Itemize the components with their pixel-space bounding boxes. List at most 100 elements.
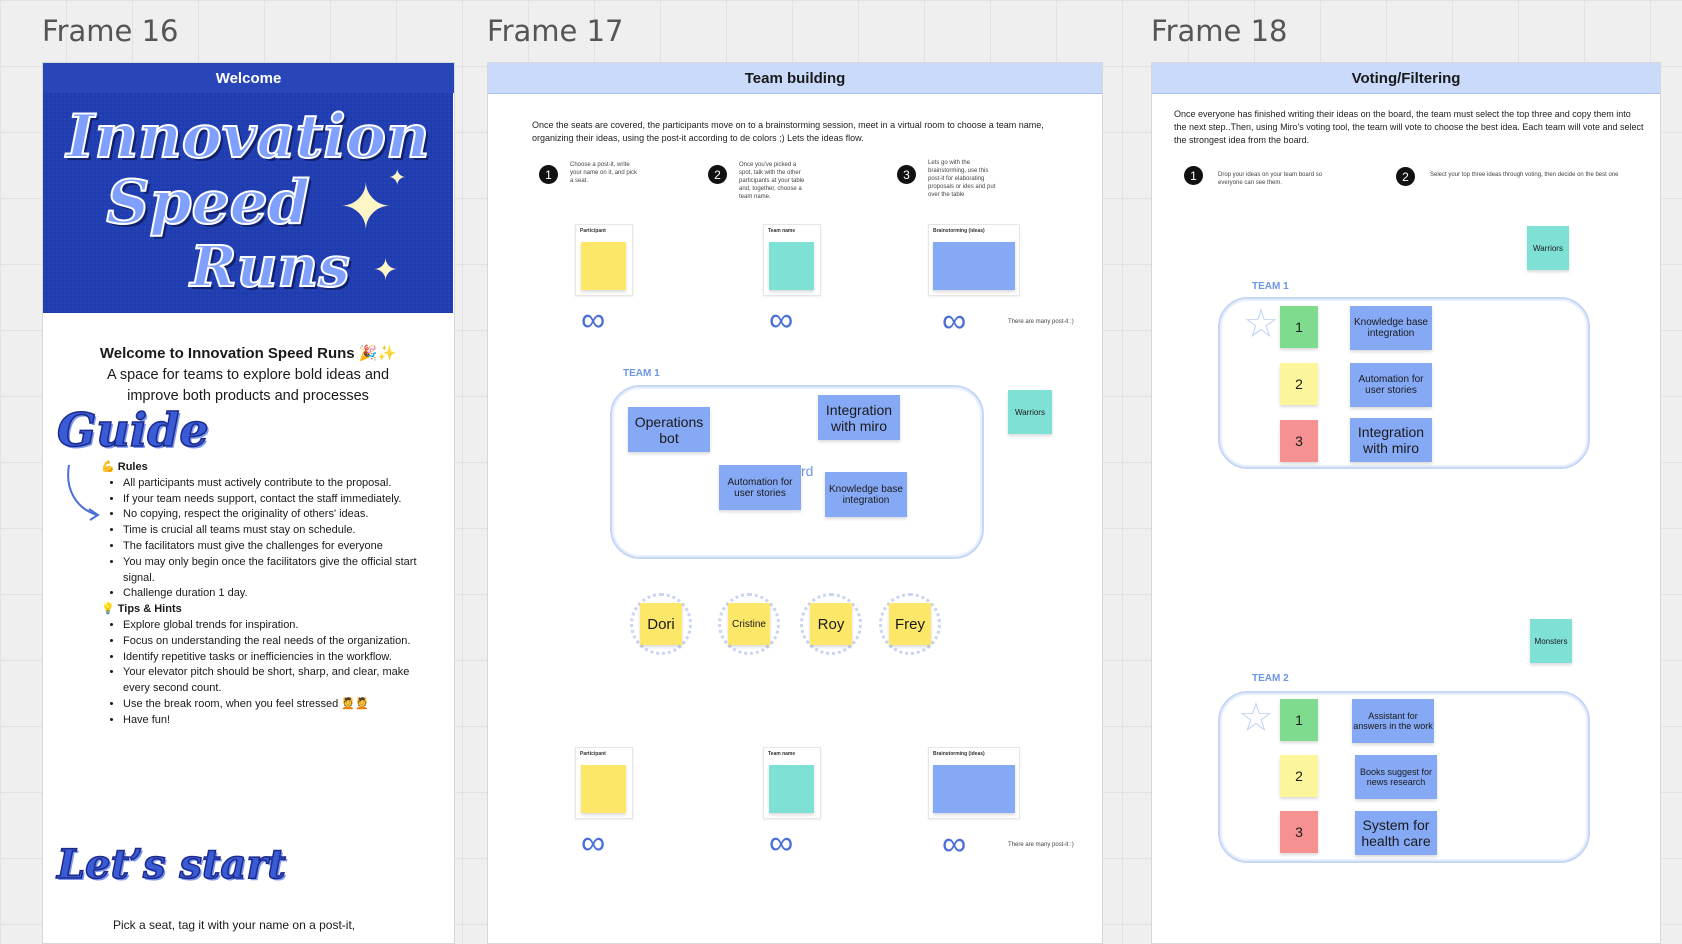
team-name-card-label: Team name (768, 228, 796, 234)
team2-idea-3[interactable]: System for health care (1355, 811, 1437, 855)
seat-dori[interactable]: Dori (630, 593, 692, 655)
banner-title-line3: Runs (189, 234, 351, 300)
name-sticky-roy[interactable]: Roy (810, 603, 852, 645)
rule-item: All participants must actively contribut… (123, 476, 421, 492)
rule-item: The facilitators must give the challenge… (123, 539, 421, 555)
team-name-sticky-warriors[interactable]: Warriors (1008, 390, 1052, 434)
name-sticky-cristine[interactable]: Cristine (728, 603, 770, 645)
team1-idea-2[interactable]: Automation for user stories (1350, 363, 1432, 407)
rule-item: You may only begin once the facilitators… (123, 555, 421, 587)
seat-cristine[interactable]: Cristine (718, 593, 780, 655)
team1-rank-3: 3 (1280, 420, 1318, 462)
idea-sticky-knowledge-base[interactable]: Knowledge base integration (825, 472, 907, 517)
brainstorm-sticky[interactable] (933, 765, 1015, 813)
banner-title-line2: Speed (105, 168, 311, 238)
star-vote-icon[interactable]: ☆ (1243, 302, 1279, 346)
rule-item: No copying, respect the originality of o… (123, 507, 421, 523)
frame-17-label[interactable]: Frame 17 (487, 14, 624, 48)
brainstorm-card-label: Brainstorming (ideas) (933, 751, 985, 757)
idea-sticky-automation[interactable]: Automation for user stories (719, 465, 801, 510)
step-number-1: 1 (539, 165, 558, 184)
voting-header: Voting/Filtering (1152, 63, 1660, 94)
tip-item: Use the break room, when you feel stress… (123, 697, 421, 713)
infinity-icon[interactable]: ∞ (769, 301, 794, 339)
team2-name-sticky[interactable]: Monsters (1530, 619, 1572, 663)
tips-title: 💡 Tips & Hints (101, 603, 182, 616)
tip-item: Explore global trends for inspiration. (123, 618, 421, 634)
participant-sticky[interactable] (581, 765, 626, 813)
team2-rank-1: 1 (1280, 699, 1318, 741)
team-name-sticky[interactable] (769, 242, 814, 290)
sparkle-small-icon: ✦ (388, 165, 407, 190)
frame-16-label[interactable]: Frame 16 (42, 14, 179, 48)
curved-arrow-icon (67, 464, 100, 521)
team1-idea-3[interactable]: Integration with miro (1350, 418, 1432, 462)
stray-text: rd (801, 463, 814, 479)
brainstorm-sticky[interactable] (933, 242, 1015, 290)
star-vote-icon-2[interactable]: ☆ (1238, 696, 1274, 740)
sparkle-icon: ✦ (339, 171, 393, 243)
welcome-heading: Welcome to Innovation Speed Runs 🎉✨ (99, 345, 397, 362)
step-text-3: Lets go with the brainstorming, use this… (928, 160, 996, 198)
team2-idea-1[interactable]: Assistant for answers in the work (1352, 699, 1434, 743)
tip-item: Have fun! (123, 713, 421, 729)
many-postits-note: There are many post-it :) (1008, 319, 1074, 325)
team2-voting-board[interactable] (1218, 691, 1590, 863)
lets-start-text: Pick a seat, tag it with your name on a … (113, 918, 356, 932)
team2-rank-3: 3 (1280, 811, 1318, 853)
rule-item: If your team needs support, contact the … (123, 492, 421, 508)
seat-frey[interactable]: Frey (879, 593, 941, 655)
welcome-subtitle: A space for teams to explore bold ideas … (106, 367, 390, 404)
infinity-icon[interactable]: ∞ (942, 825, 967, 863)
participant-card[interactable]: Participant (575, 224, 633, 296)
voting-step-number-1: 1 (1184, 166, 1203, 185)
infinity-icon[interactable]: ∞ (581, 824, 606, 862)
participant-card-2[interactable]: Participant (575, 747, 633, 819)
rules-title: 💪 Rules (101, 461, 148, 473)
team-building-intro: Once the seats are covered, the particip… (532, 120, 1044, 143)
rule-item: Challenge duration 1 day. (123, 586, 421, 602)
frame-17-team-building[interactable]: Team building Once the seats are covered… (487, 62, 1103, 944)
welcome-banner[interactable]: Innovation Speed Runs ✦ ✦ ✦ (43, 93, 453, 313)
team-name-sticky[interactable] (769, 765, 814, 813)
team2-idea-2[interactable]: Books suggest for news research (1355, 755, 1437, 799)
brainstorm-card[interactable]: Brainstorming (ideas) (928, 224, 1020, 296)
team1-rank-2: 2 (1280, 363, 1318, 405)
banner-title-line1: Innovation (65, 102, 430, 172)
team1-rank-1: 1 (1280, 306, 1318, 348)
team2-rank-2: 2 (1280, 755, 1318, 797)
step-text-1: Choose a post-it, write your name on it,… (570, 162, 638, 184)
team1-name-sticky[interactable]: Warriors (1527, 226, 1569, 270)
lets-start-title: Let’s start (56, 840, 286, 889)
infinity-icon[interactable]: ∞ (942, 302, 967, 340)
team1-label: TEAM 1 (1252, 281, 1289, 292)
participant-sticky[interactable] (581, 242, 626, 290)
team-name-card-label: Team name (768, 751, 796, 757)
team1-label: TEAM 1 (623, 368, 660, 379)
infinity-icon[interactable]: ∞ (769, 824, 794, 862)
name-sticky-frey[interactable]: Frey (889, 603, 931, 645)
frame-16-welcome[interactable]: Welcome Innovation Speed Runs ✦ ✦ ✦ Welc… (42, 62, 455, 944)
voting-step-text-1: Drop your ideas on your team board so ev… (1218, 172, 1323, 186)
guide-title: Guide (56, 402, 209, 458)
team-name-card-2[interactable]: Team name (763, 747, 821, 819)
seat-roy[interactable]: Roy (800, 593, 862, 655)
infinity-icon[interactable]: ∞ (581, 301, 606, 339)
idea-sticky-operations-bot[interactable]: Operations bot (628, 407, 710, 452)
sparkle-small-icon-2: ✦ (373, 254, 399, 287)
team-name-card[interactable]: Team name (763, 224, 821, 296)
brainstorm-card-label: Brainstorming (ideas) (933, 228, 985, 234)
frame-18-label[interactable]: Frame 18 (1151, 14, 1288, 48)
voting-step-number-2: 2 (1396, 167, 1415, 186)
team1-board[interactable] (610, 385, 984, 559)
name-sticky-dori[interactable]: Dori (640, 603, 682, 645)
frame-18-voting[interactable]: Voting/Filtering Once everyone has finis… (1151, 62, 1661, 944)
rules-list: All participants must actively contribut… (101, 476, 421, 602)
team1-voting-board[interactable] (1218, 297, 1590, 469)
welcome-header: Welcome (43, 63, 454, 93)
rules-section: 💪 Rules All participants must actively c… (101, 460, 421, 729)
step-number-3: 3 (897, 165, 916, 184)
brainstorm-card-2[interactable]: Brainstorming (ideas) (928, 747, 1020, 819)
team1-idea-1[interactable]: Knowledge base integration (1350, 306, 1432, 350)
idea-sticky-integration-miro[interactable]: Integration with miro (818, 395, 900, 440)
